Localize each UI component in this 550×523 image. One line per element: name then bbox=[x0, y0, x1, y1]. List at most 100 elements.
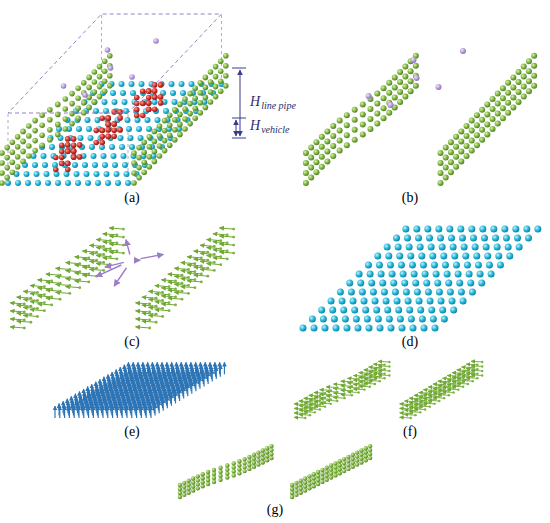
point bbox=[443, 165, 449, 171]
point bbox=[29, 313, 32, 316]
vector-arrow bbox=[471, 361, 482, 363]
point bbox=[467, 374, 469, 376]
point bbox=[78, 286, 81, 289]
point bbox=[374, 383, 376, 385]
point bbox=[4, 175, 10, 181]
point bbox=[49, 144, 55, 150]
vector-arrow bbox=[208, 372, 209, 384]
point bbox=[55, 102, 61, 108]
vector-arrow bbox=[419, 392, 430, 394]
point bbox=[69, 91, 75, 97]
wall-normals bbox=[294, 361, 482, 418]
point bbox=[147, 134, 153, 140]
point bbox=[459, 235, 466, 242]
vector-arrow bbox=[333, 397, 344, 399]
point bbox=[261, 452, 265, 456]
panel-label: (a) bbox=[124, 191, 140, 205]
point bbox=[146, 100, 152, 106]
point bbox=[333, 465, 337, 469]
dimension-tick bbox=[232, 118, 246, 119]
vector-arrow bbox=[103, 234, 117, 235]
point bbox=[479, 226, 486, 233]
point bbox=[208, 69, 214, 75]
point bbox=[116, 233, 119, 236]
point bbox=[299, 486, 303, 490]
point bbox=[313, 169, 319, 175]
point bbox=[351, 390, 353, 392]
vector-arrow bbox=[56, 276, 70, 277]
point bbox=[455, 271, 462, 278]
point bbox=[510, 84, 516, 90]
point bbox=[174, 304, 177, 307]
point bbox=[337, 289, 344, 296]
point bbox=[443, 383, 445, 385]
point bbox=[223, 53, 229, 59]
point bbox=[429, 253, 436, 260]
point bbox=[111, 127, 117, 133]
point bbox=[196, 478, 200, 482]
point bbox=[299, 478, 303, 482]
panel-label: (c) bbox=[124, 335, 140, 349]
vector-arrow bbox=[82, 267, 96, 268]
point bbox=[303, 180, 309, 186]
point bbox=[78, 135, 84, 141]
point bbox=[10, 159, 16, 165]
point bbox=[320, 480, 324, 484]
point bbox=[355, 325, 362, 332]
point bbox=[359, 452, 363, 456]
point bbox=[206, 275, 209, 278]
point bbox=[379, 280, 386, 287]
point bbox=[348, 289, 355, 296]
point bbox=[464, 133, 470, 139]
point bbox=[105, 47, 111, 53]
vector-arrow bbox=[200, 245, 214, 246]
point bbox=[405, 298, 412, 305]
point bbox=[397, 316, 404, 323]
point bbox=[330, 123, 336, 129]
point bbox=[516, 69, 522, 75]
point bbox=[15, 154, 21, 160]
point bbox=[495, 91, 501, 97]
point bbox=[252, 457, 256, 461]
vector-arrow bbox=[333, 388, 344, 390]
vector-arrow bbox=[194, 251, 208, 252]
point bbox=[516, 79, 522, 85]
point bbox=[419, 402, 421, 404]
point bbox=[464, 153, 470, 159]
point bbox=[225, 471, 229, 475]
point bbox=[352, 137, 358, 143]
point bbox=[269, 452, 273, 456]
vector-arrow bbox=[10, 327, 24, 328]
point bbox=[457, 388, 459, 390]
point bbox=[32, 138, 38, 144]
scene-overview bbox=[0, 14, 246, 186]
point bbox=[87, 265, 90, 268]
point bbox=[101, 153, 107, 159]
point bbox=[453, 134, 459, 140]
point bbox=[361, 298, 368, 305]
vector-arrow bbox=[131, 406, 132, 418]
point bbox=[71, 148, 77, 154]
vector-arrow bbox=[219, 228, 233, 229]
ground-cloud bbox=[300, 226, 542, 332]
vector-arrow bbox=[17, 297, 31, 298]
point bbox=[402, 226, 409, 233]
point bbox=[105, 180, 111, 186]
vector-arrow bbox=[400, 417, 411, 419]
point bbox=[402, 84, 408, 90]
dimension-subscript: vehicle bbox=[261, 125, 289, 135]
point bbox=[218, 58, 224, 64]
wall-points bbox=[303, 53, 537, 186]
vector-arrow bbox=[65, 278, 79, 279]
point bbox=[95, 259, 98, 262]
point bbox=[232, 469, 236, 473]
point bbox=[329, 475, 333, 479]
point bbox=[460, 298, 467, 305]
point bbox=[141, 159, 147, 165]
point bbox=[357, 280, 364, 287]
point bbox=[381, 105, 387, 111]
point bbox=[516, 89, 522, 95]
point bbox=[342, 469, 346, 473]
point bbox=[467, 369, 469, 371]
point bbox=[439, 307, 446, 314]
